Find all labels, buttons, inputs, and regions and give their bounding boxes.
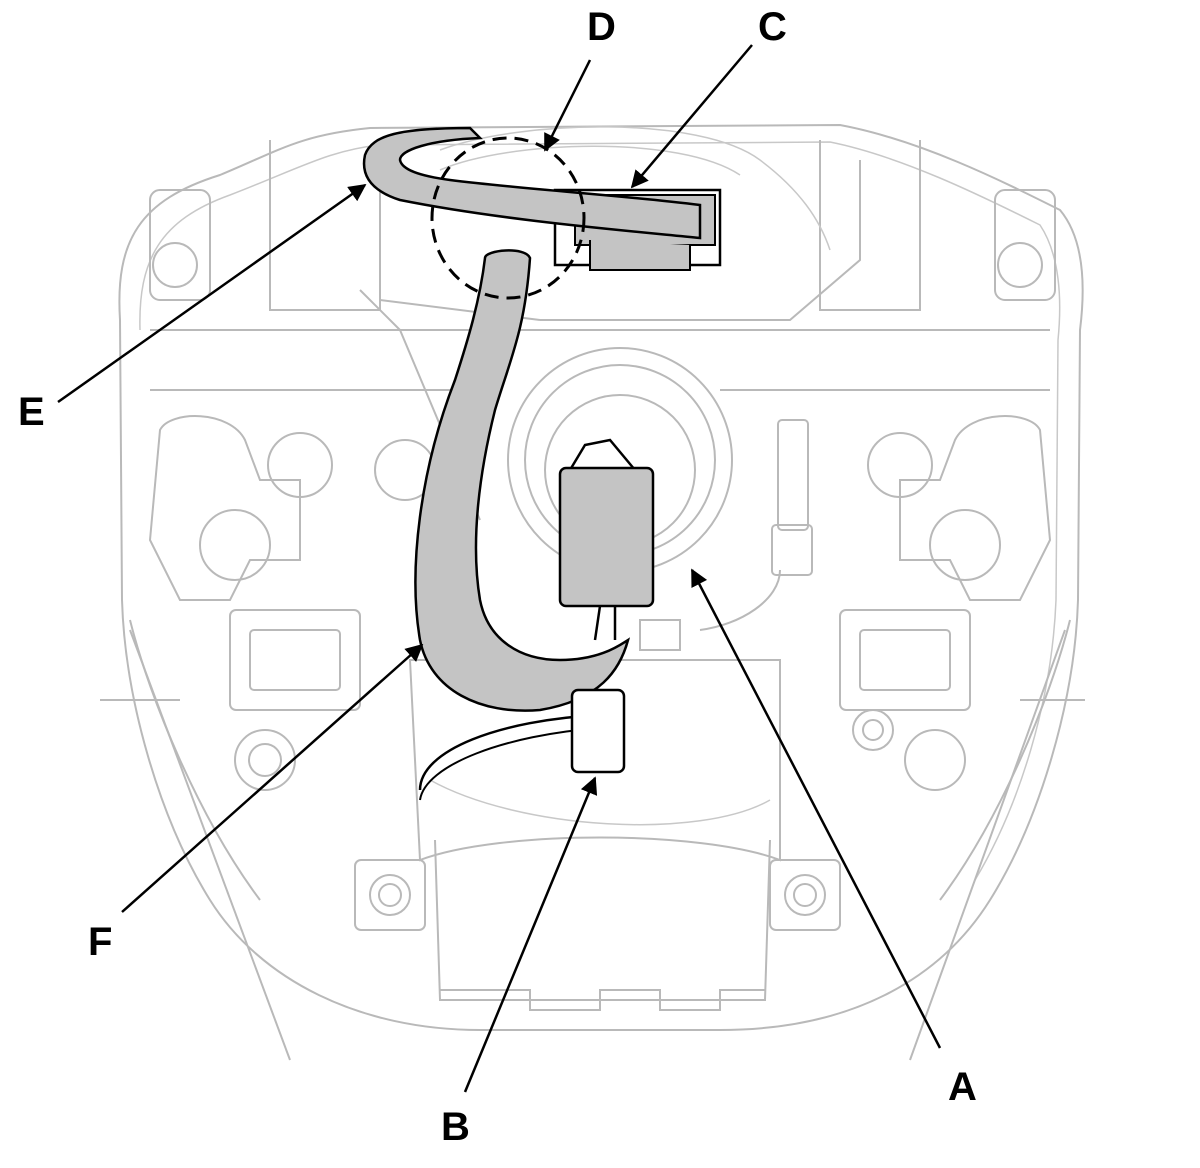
- label-f: F: [88, 920, 112, 964]
- harness-e: [362, 126, 702, 240]
- label-c: C: [758, 5, 787, 49]
- leader-c: [630, 44, 753, 189]
- leader-a: [690, 568, 942, 1049]
- label-a: A: [948, 1065, 977, 1109]
- connector-a: [558, 438, 655, 641]
- detail-circle-d: [430, 136, 586, 300]
- steering-wheel-housing: [100, 123, 1085, 1061]
- connector-b: [418, 688, 626, 801]
- label-b: B: [441, 1105, 470, 1149]
- label-d: D: [587, 5, 616, 49]
- leader-e: [57, 183, 367, 404]
- leader-d: [543, 59, 592, 152]
- leader-f: [121, 643, 424, 913]
- label-e: E: [18, 390, 45, 434]
- leader-b: [463, 776, 598, 1093]
- harness-f: [414, 249, 631, 712]
